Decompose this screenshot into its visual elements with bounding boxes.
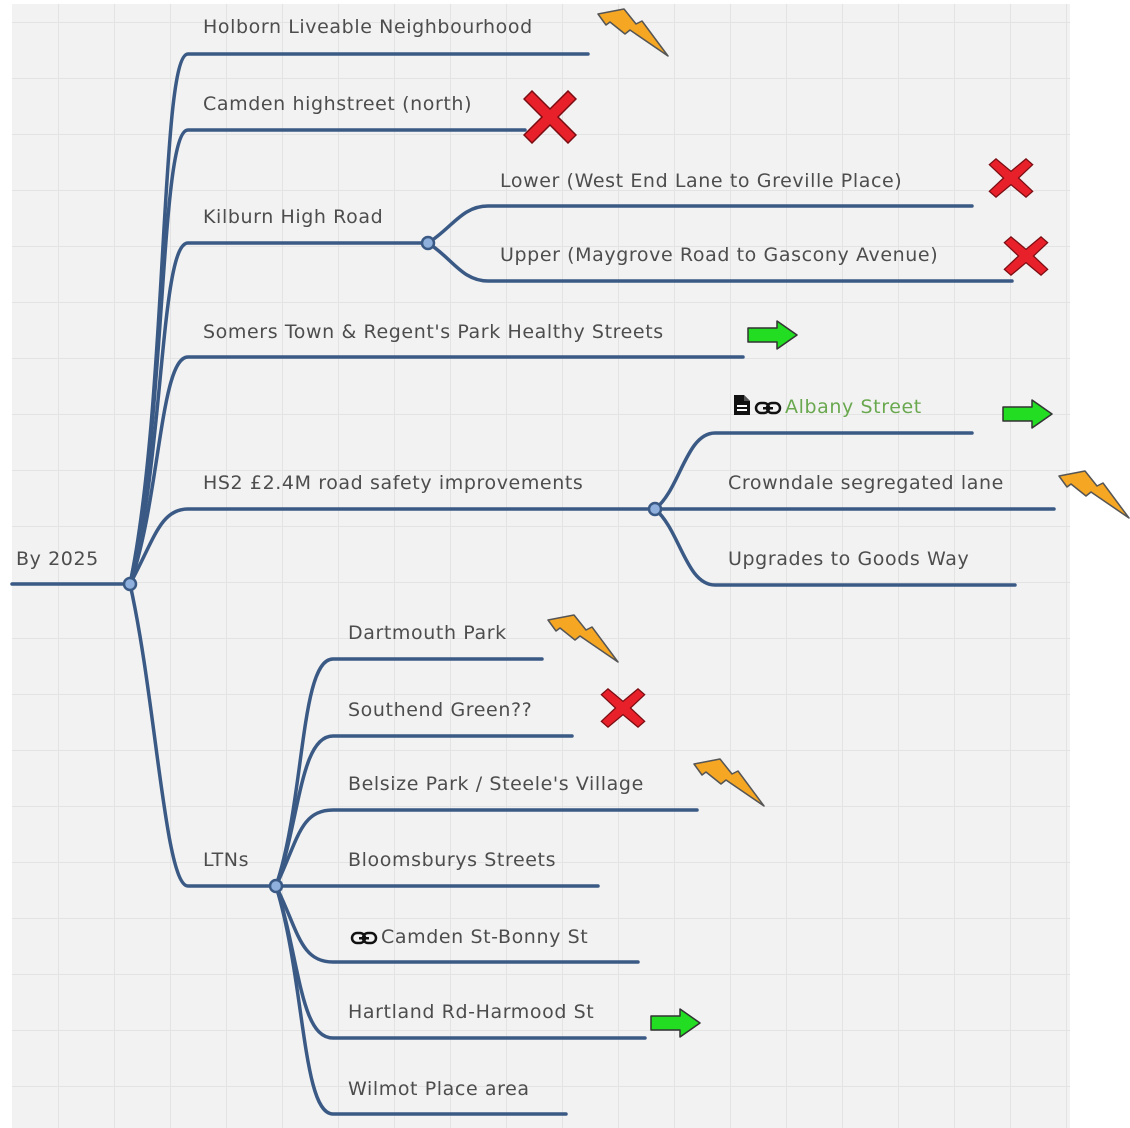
- root-node-label[interactable]: By 2025: [16, 548, 99, 570]
- cross-icon: [523, 90, 577, 144]
- node-kilburn-lower[interactable]: Lower (West End Lane to Greville Place): [500, 170, 903, 192]
- link-icon[interactable]: [350, 928, 378, 952]
- hs2-hub: [647, 501, 663, 517]
- branch-hs2: [128, 507, 657, 586]
- node-wilmot-place[interactable]: Wilmot Place area: [348, 1078, 530, 1100]
- node-holborn[interactable]: Holborn Liveable Neighbourhood: [203, 16, 533, 38]
- node-hartland-rd[interactable]: Hartland Rd-Harmood St: [348, 1001, 595, 1023]
- lightning-icon: [1058, 470, 1130, 519]
- branch-camden-high: [128, 128, 527, 586]
- link-icon[interactable]: [754, 398, 782, 422]
- node-goods-way[interactable]: Upgrades to Goods Way: [728, 548, 970, 570]
- branch-camden-st: [274, 884, 640, 964]
- branch-wilmot: [274, 884, 568, 1116]
- node-camden-highstreet[interactable]: Camden highstreet (north): [203, 93, 473, 115]
- branch-southend: [274, 734, 574, 888]
- branch-belsize: [274, 808, 699, 888]
- node-camden-st-bonny-st[interactable]: Camden St-Bonny St: [350, 925, 588, 952]
- lightning-icon: [547, 614, 619, 663]
- ltns-hub: [268, 878, 284, 894]
- cross-icon: [988, 158, 1034, 198]
- node-southend-green[interactable]: Southend Green??: [348, 699, 533, 721]
- arrow-right-icon: [747, 320, 798, 350]
- node-kilburn[interactable]: Kilburn High Road: [203, 206, 384, 228]
- node-bloomsbury-streets[interactable]: Bloomsburys Streets: [348, 849, 557, 871]
- branch-holborn: [128, 52, 590, 586]
- branch-albany: [653, 431, 974, 511]
- node-ltns[interactable]: LTNs: [203, 849, 250, 871]
- branch-somers: [128, 355, 745, 586]
- branch-goods-way: [653, 507, 1017, 587]
- arrow-right-icon: [650, 1008, 701, 1038]
- cross-icon: [1003, 236, 1049, 276]
- branch-ltns: [128, 582, 278, 888]
- branch-kilburn-upper: [426, 241, 1014, 283]
- albany-street-text[interactable]: Albany Street: [785, 396, 922, 418]
- lightning-icon: [597, 8, 669, 57]
- arrow-right-icon: [1002, 399, 1053, 429]
- document-icon[interactable]: [733, 394, 751, 422]
- branch-kilburn-lower: [426, 204, 974, 245]
- node-crowndale[interactable]: Crowndale segregated lane: [728, 472, 1004, 494]
- kilburn-hub: [420, 235, 436, 251]
- node-dartmouth-park[interactable]: Dartmouth Park: [348, 622, 507, 644]
- mind-map-canvas: [12, 4, 1070, 1128]
- node-albany-street[interactable]: Albany Street: [733, 394, 922, 422]
- root-hub: [122, 576, 138, 592]
- camden-st-text[interactable]: Camden St-Bonny St: [381, 926, 589, 948]
- node-hs2[interactable]: HS2 £2.4M road safety improvements: [203, 472, 584, 494]
- node-kilburn-upper[interactable]: Upper (Maygrove Road to Gascony Avenue): [500, 244, 939, 266]
- cross-icon: [600, 688, 646, 728]
- lightning-icon: [693, 758, 765, 807]
- node-belsize-park[interactable]: Belsize Park / Steele's Village: [348, 773, 644, 795]
- branch-kilburn: [128, 241, 430, 586]
- node-somers-town[interactable]: Somers Town & Regent's Park Healthy Stre…: [203, 321, 664, 343]
